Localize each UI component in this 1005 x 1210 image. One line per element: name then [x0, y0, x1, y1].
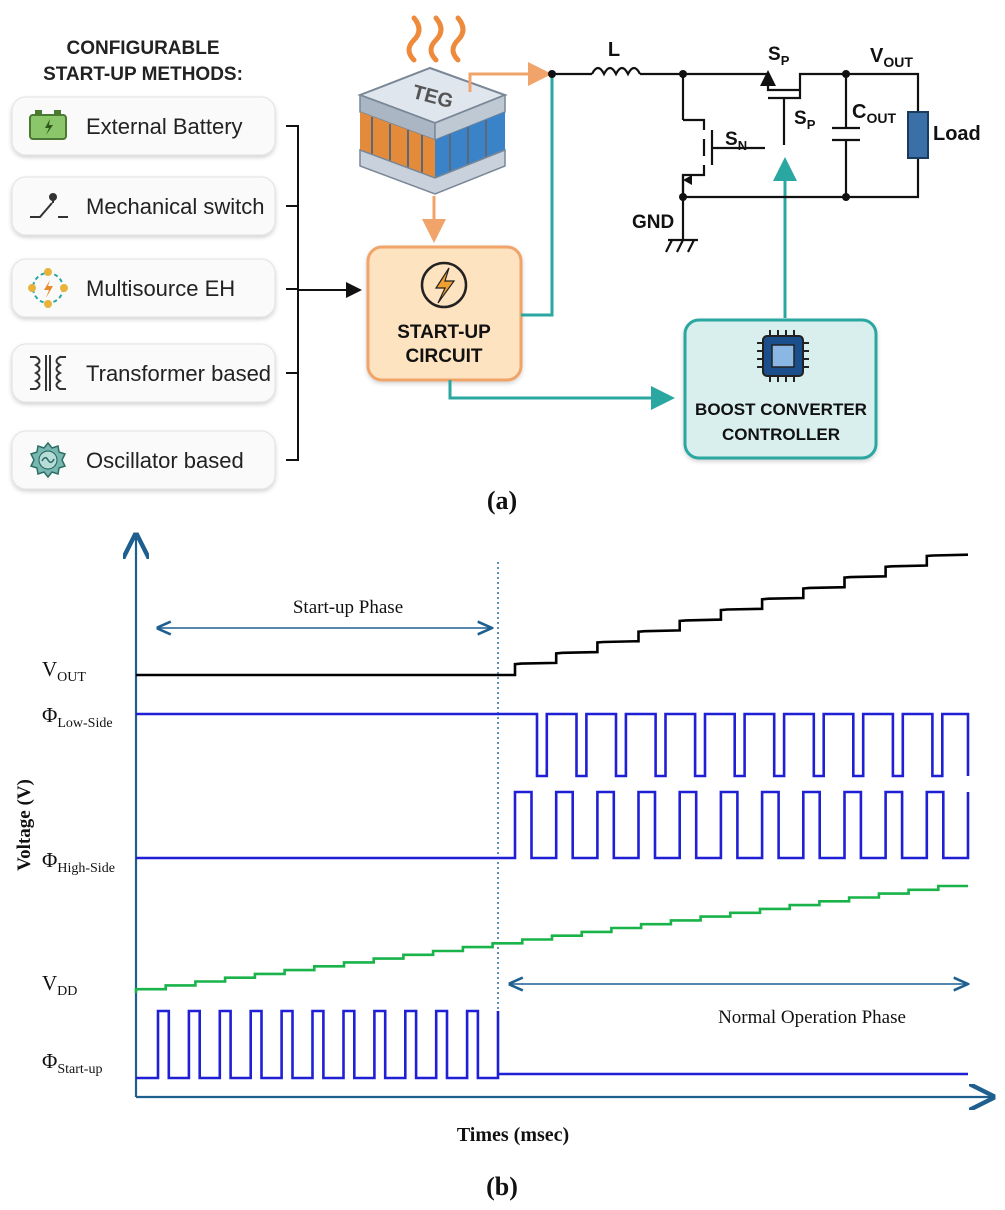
method-item-switch: Mechanical switch: [11, 176, 276, 236]
signal-label-vdd: VDD: [42, 971, 77, 999]
method-label: Transformer based: [86, 361, 271, 386]
startup-label-line1: START-UP: [397, 322, 491, 343]
heat-icon: [406, 15, 466, 63]
methods-heading-line2: START-UP METHODS:: [43, 64, 243, 85]
boost-controller-box: BOOST CONVERTER CONTROLLER: [683, 318, 878, 460]
load-resistor: [907, 111, 929, 159]
phi-startup-waveform: [136, 1009, 968, 1080]
teg-module: TEG: [357, 66, 508, 195]
sn-mosfet: [681, 118, 765, 230]
teg-to-inductor-arrow: [468, 62, 552, 92]
startup-to-controller-arrow: [448, 380, 675, 410]
panel-a: CONFIGURABLE START-UP METHODS: External …: [11, 15, 981, 515]
boost-converter-schematic: [552, 66, 920, 253]
inductor-label: L: [608, 39, 620, 61]
sp-label-side: SP: [794, 108, 816, 132]
vdd-waveform: [134, 884, 968, 993]
signal-label-vout: VOUT: [42, 657, 86, 685]
signal-label-phi-low: ΦLow-Side: [42, 703, 113, 731]
load-label: Load: [933, 123, 981, 145]
multisource-icon: [28, 268, 68, 308]
startup-circuit-box: START-UP CIRCUIT: [366, 245, 523, 382]
signal-label-phi-high: ΦHigh-Side: [42, 848, 115, 876]
method-item-oscillator: Oscillator based: [11, 430, 276, 490]
x-axis-label: Times (msec): [457, 1124, 569, 1146]
gnd-symbol: [665, 230, 698, 253]
method-label: Multisource EH: [86, 276, 235, 301]
method-label: Mechanical switch: [86, 194, 265, 219]
vout-waveform: [136, 553, 969, 677]
caption-b: (b): [486, 1172, 518, 1201]
startup-to-node-line: [521, 74, 554, 317]
oscillator-icon: [29, 441, 67, 479]
gnd-label: GND: [632, 212, 674, 233]
method-item-transformer: Transformer based: [11, 343, 276, 403]
lightning-icon: [420, 261, 468, 309]
methods-bracket: [286, 125, 362, 461]
controller-label-line2: CONTROLLER: [722, 425, 840, 444]
method-item-multisource: Multisource EH: [11, 258, 276, 318]
startup-label-line2: CIRCUIT: [405, 346, 482, 367]
circuit-nodes: [548, 70, 850, 201]
methods-heading-line1: CONFIGURABLE: [66, 38, 219, 59]
method-label: External Battery: [86, 114, 243, 139]
normal-phase-label: Normal Operation Phase: [718, 1007, 906, 1028]
caption-a: (a): [487, 486, 517, 515]
battery-icon: [29, 110, 67, 140]
startup-phase-label: Start-up Phase: [293, 597, 403, 618]
panel-b: Start-up Phase Normal Operation Phase VO…: [14, 537, 991, 1201]
cout-capacitor: [832, 74, 860, 197]
method-item-battery: External Battery: [11, 96, 276, 156]
vout-label: VOUT: [870, 45, 913, 70]
sn-label: SN: [725, 129, 747, 153]
phi-low-side-waveform: [136, 712, 970, 778]
transformer-icon: [30, 355, 66, 391]
inductor-symbol: [591, 66, 641, 77]
sp-label-top: SP: [768, 44, 790, 68]
controller-label-line1: BOOST CONVERTER: [695, 400, 867, 419]
cout-label: COUT: [852, 101, 896, 126]
chip-icon: [757, 330, 809, 382]
signal-label-phi-startup: ΦStart-up: [42, 1049, 102, 1077]
switch-icon: [30, 193, 68, 218]
y-axis-label: Voltage (V): [14, 779, 35, 871]
phi-high-side-waveform: [136, 790, 970, 860]
method-label: Oscillator based: [86, 448, 244, 473]
